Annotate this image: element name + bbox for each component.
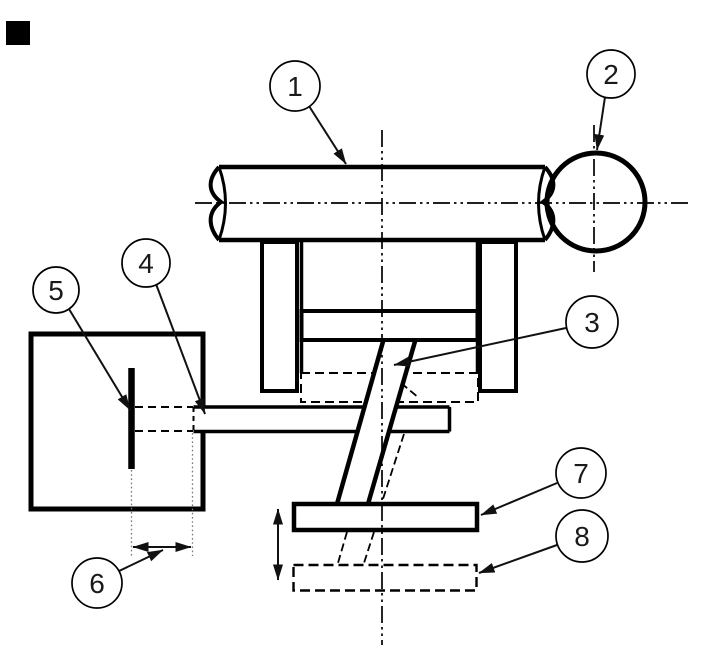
callout-leader-6: [118, 549, 164, 572]
callout-leader-3: [393, 327, 567, 367]
callout-number-2: 2: [603, 59, 619, 90]
lower-bar: [291, 501, 480, 533]
callout-bubble-8: [555, 509, 609, 563]
callout-number-8: 8: [574, 521, 590, 552]
frame-right-leg: [478, 240, 518, 393]
callout-5: 5: [32, 266, 131, 411]
link-ghost-dashed: [337, 382, 420, 564]
callout-number-6: 6: [89, 568, 105, 599]
frame-cross-member: [299, 309, 480, 342]
callout-1: 1: [269, 60, 347, 165]
callout-leader-8: [478, 544, 558, 574]
callout-number-1: 1: [287, 71, 303, 102]
callout-layer: 1 2 3 4 5 6 7 8: [32, 49, 636, 609]
centerlines: [195, 125, 688, 645]
support-frame: [260, 240, 518, 393]
callout-7: 7: [480, 447, 607, 516]
callout-6: 6: [71, 549, 164, 609]
callout-4: 4: [121, 238, 206, 415]
callout-leader-4: [155, 283, 206, 415]
callout-2: 2: [586, 49, 636, 151]
callout-bubble-1: [269, 60, 321, 112]
guide-roller-circle: [544, 150, 648, 254]
callout-leader-7: [480, 482, 558, 516]
callout-number-3: 3: [584, 307, 600, 338]
callout-bubble-4: [121, 238, 171, 288]
slide-bar: [192, 405, 452, 434]
cylinder-break-left: [208, 165, 227, 242]
callout-bubble-2: [586, 49, 636, 99]
frame-left-leg: [260, 240, 299, 393]
dimension-6: [130, 433, 194, 556]
housing-box: [28, 331, 206, 512]
lower-bar-ghost-dashed: [292, 563, 478, 592]
callout-leader-1: [308, 105, 347, 165]
callout-leader-5: [68, 308, 131, 411]
callout-bubble-3: [565, 295, 619, 349]
callout-3: 3: [393, 295, 619, 367]
hidden-bar-dashed-lines: [135, 406, 193, 432]
callout-number-5: 5: [48, 275, 64, 306]
callout-bubble-5: [32, 266, 80, 314]
callout-bubble-7: [555, 447, 607, 499]
callout-number-7: 7: [573, 458, 589, 489]
scan-artifact-square: [6, 21, 30, 45]
callout-bubble-6: [71, 557, 123, 609]
callout-8: 8: [478, 509, 609, 574]
callout-leader-2: [594, 96, 606, 151]
callout-number-4: 4: [138, 248, 154, 279]
